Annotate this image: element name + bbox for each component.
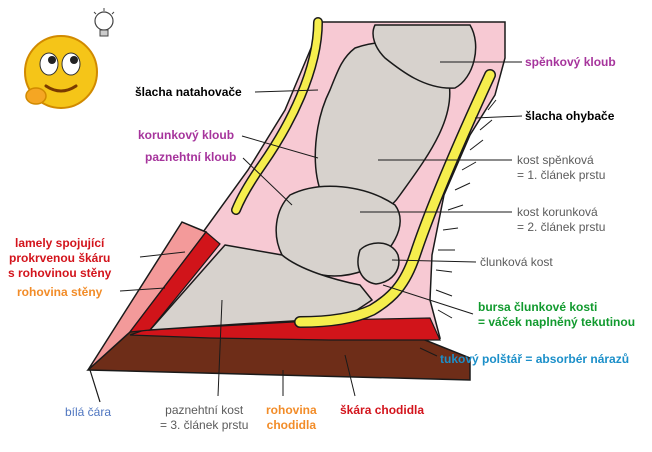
white-line — [89, 369, 101, 403]
label-bursa: bursa člunkové kosti = váček naplněný te… — [478, 300, 636, 329]
flexor-tendon-fill — [295, 70, 495, 327]
hair-fringe — [435, 99, 497, 319]
label-kost-korunkova: kost korunková = 2. článek prstu — [517, 205, 606, 234]
extensor-tendon-fill — [232, 18, 322, 214]
label-paznehtni-kost: paznehtní kost = 3. článek prstu — [160, 403, 249, 432]
label-kost-spenkova: kost spěnková = 1. článek prstu — [517, 153, 606, 182]
label-lamely: lamely spojující prokrvenou škáru s roho… — [8, 236, 112, 280]
thinking-smiley-icon — [24, 35, 98, 109]
label-spenkovy-kloub: spěnkový kloub — [525, 55, 616, 69]
label-rohovina-chodidla: rohovina chodidla — [266, 403, 317, 432]
label-skara-chodidla: škára chodidla — [340, 403, 425, 417]
label-rohovina-steny: rohovina stěny — [17, 285, 103, 299]
label-tukovy-polstar: tukový polštář = absorbér nárazů — [440, 352, 630, 366]
label-slacha-ohybace: šlacha ohybače — [525, 109, 615, 123]
label-korunkovy-kloub: korunkový kloub — [138, 128, 235, 142]
label-paznehtni-kloub: paznehtní kloub — [145, 150, 237, 164]
label-slacha-natahovace: šlacha natahovače — [135, 85, 242, 99]
fetlock-bone — [372, 24, 477, 89]
leader-lines — [119, 61, 523, 397]
label-clunkova-kost: člunková kost — [480, 255, 553, 269]
navicular-bone — [357, 242, 400, 285]
lightbulb-icon — [93, 8, 115, 37]
label-bila-cara: bílá čára — [65, 405, 112, 419]
